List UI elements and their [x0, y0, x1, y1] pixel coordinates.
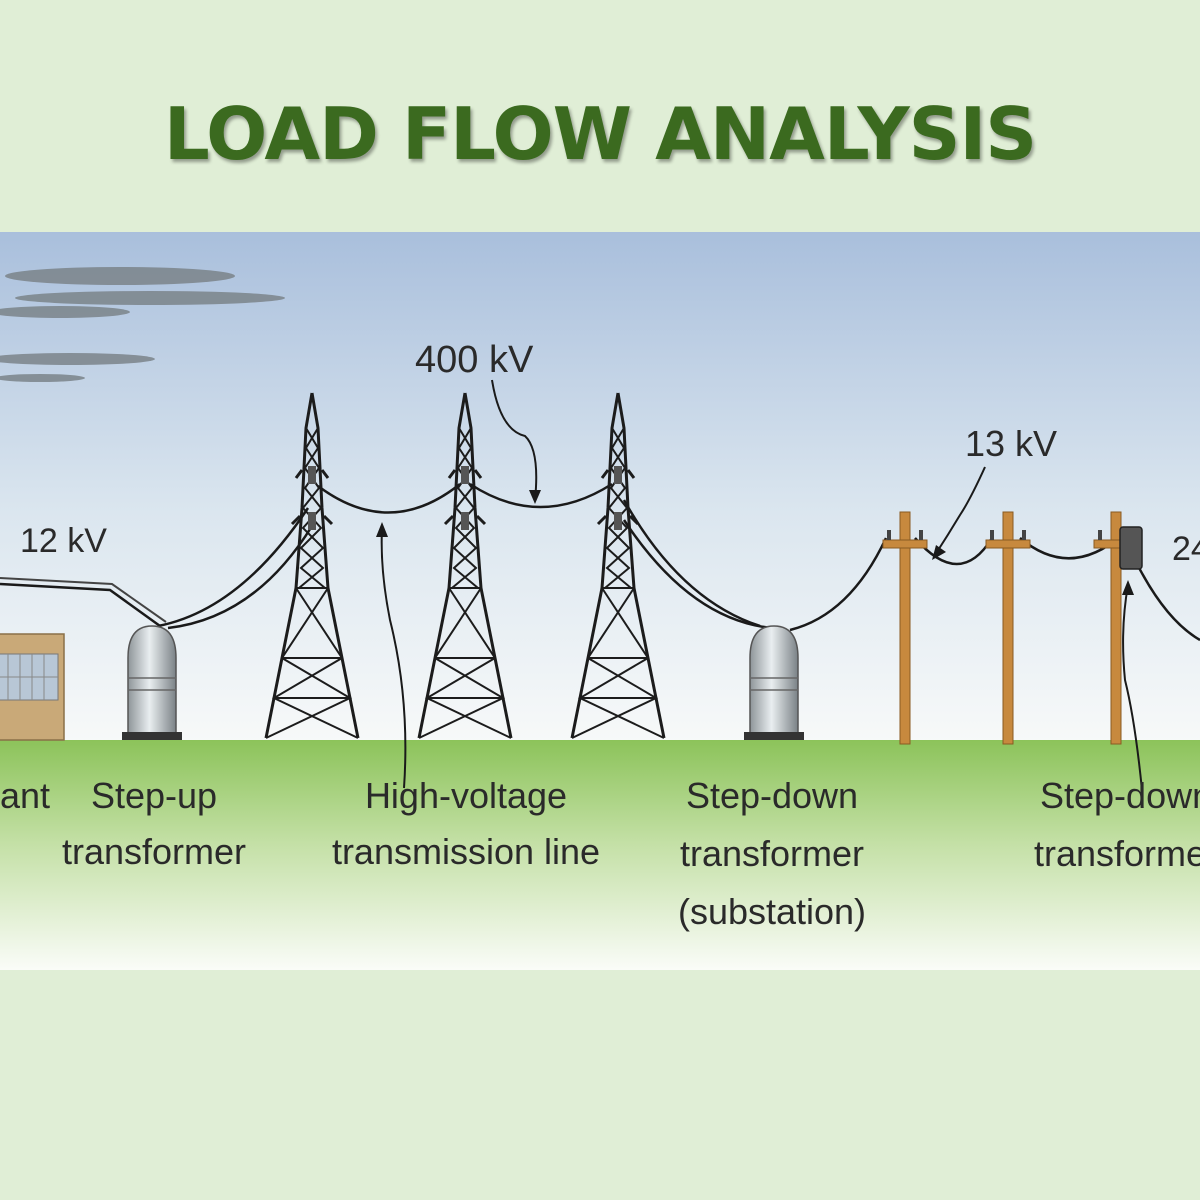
label-substation-line3: (substation) — [678, 891, 866, 932]
voltage-label-transmission: 400 kV — [415, 339, 534, 381]
voltage-label-consumer: 24 — [1172, 530, 1200, 568]
label-transmission-line1: High-voltage — [365, 775, 567, 816]
label-step-down-line2: transformer — [1034, 833, 1200, 874]
power-grid-diagram: 12 kV 400 kV 13 kV 24 ant Step-up transf… — [0, 232, 1200, 970]
substation-transformer — [743, 625, 805, 741]
label-power-plant: ant — [0, 775, 50, 816]
label-step-up-line1: Step-up — [91, 775, 217, 816]
step-up-transformer — [121, 625, 183, 741]
ground — [0, 740, 1200, 970]
page-title: LOAD FLOW ANALYSIS — [163, 92, 1037, 176]
power-plant-building — [0, 633, 65, 741]
label-step-up-line2: transformer — [62, 831, 246, 872]
label-substation-line1: Step-down — [686, 775, 858, 816]
arrow-heads — [376, 490, 1134, 595]
clouds — [0, 267, 285, 382]
label-transmission-line2: transmission line — [332, 831, 600, 872]
label-substation-line2: transformer — [680, 833, 864, 874]
voltage-label-distribution: 13 kV — [965, 423, 1057, 464]
label-step-down-line1: Step-down — [1040, 775, 1200, 816]
pointer-arrows — [380, 379, 1143, 791]
pole-transformer — [1119, 526, 1143, 570]
voltage-label-generation: 12 kV — [20, 522, 107, 560]
